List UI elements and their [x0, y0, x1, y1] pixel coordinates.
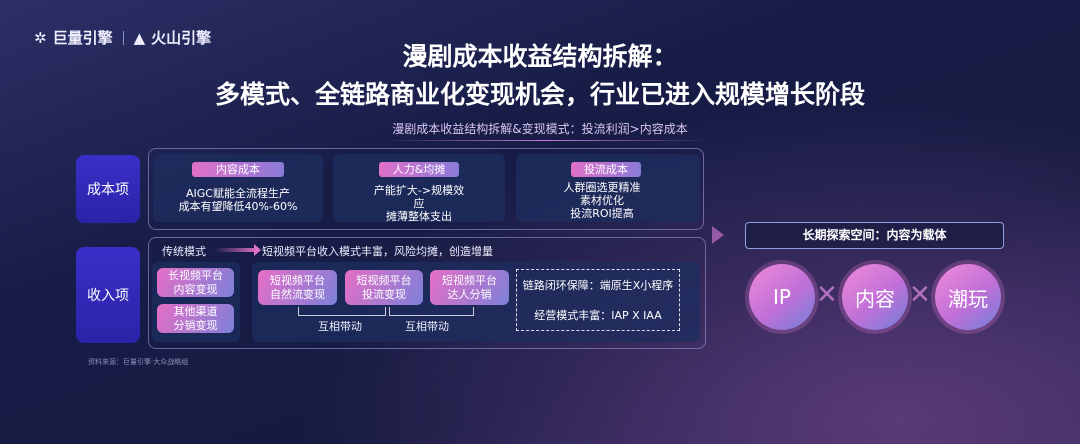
desc-line: 素材优化: [580, 194, 624, 207]
tag: 人力&均摊: [379, 162, 459, 177]
business-model-text: 经营模式丰富：IAP X IAA: [534, 309, 662, 322]
mountain-icon: ▲: [133, 28, 146, 47]
cost-desc: 人群圈选更精准 素材优化 投流ROI提高: [516, 181, 688, 220]
link-label: 互相带动: [318, 320, 362, 333]
tag: 投流成本: [571, 162, 641, 177]
tag-line: 自然流变现: [270, 287, 325, 301]
tag-line: 内容变现: [173, 282, 218, 296]
traditional-label: 传统模式: [162, 245, 206, 258]
brand-volcengine: 火山引擎: [151, 29, 212, 47]
logo-icon: ✲: [34, 28, 47, 47]
cost-panel-labor: 人力&均摊 产能扩大->规模效 应 摊薄整体支出: [333, 154, 505, 223]
tag-line: 其他渠道: [173, 304, 218, 318]
desc-line: AIGC赋能全流程生产: [186, 187, 290, 200]
closed-loop-box: 链路闭环保障：端原生X小程序 经营模式丰富：IAP X IAA: [516, 269, 680, 331]
desc-line: 人群圈选更精准: [563, 181, 641, 194]
divider: [122, 30, 124, 45]
closed-loop-text: 链路闭环保障：端原生X小程序: [522, 279, 674, 292]
link-label: 互相带动: [405, 320, 449, 333]
tag-line: 短视频平台: [270, 273, 325, 287]
tag-line: 短视频平台: [356, 273, 412, 287]
circle-toys: 潮玩: [935, 264, 1001, 330]
tag-paid: 短视频平台投流变现: [345, 270, 423, 305]
revenue-headline: 短视频平台收入模式丰富，风险均摊，创造增量: [262, 245, 493, 258]
tag-line: 长视频平台: [168, 268, 223, 282]
footnote: 资料来源：巨量引擎·大众战略组: [88, 358, 189, 366]
cost-panel-content: 内容成本 AIGC赋能全流程生产 成本有望降低40%-60%: [153, 154, 323, 222]
desc-line: 应: [413, 197, 425, 210]
short-video-panel: 短视频平台自然流变现 短视频平台投流变现 短视频平台达人分销 互相带动 互相带动…: [252, 262, 700, 342]
tag-line: 达人分销: [447, 287, 492, 301]
tag-organic: 短视频平台自然流变现: [258, 270, 337, 305]
title-line1: 漫剧成本收益结构拆解：: [402, 42, 678, 71]
longterm-title: 长期探索空间：内容为载体: [745, 222, 1004, 249]
tag-long-video: 长视频平台内容变现: [157, 268, 234, 297]
title-line2: 多模式、全链路商业化变现机会，行业已进入规模增长阶段: [214, 80, 865, 109]
circle-content: 内容: [842, 264, 908, 330]
cost-container: [148, 148, 704, 230]
chevron-right-icon: [712, 226, 724, 244]
tag-influencer: 短视频平台达人分销: [430, 270, 509, 305]
multiply-icon: ✕: [909, 280, 931, 310]
subtitle-underline: [380, 140, 710, 141]
desc-line: 投流ROI提高: [570, 207, 634, 220]
link-bracket: [389, 307, 474, 316]
circle-ip: IP: [749, 264, 815, 330]
tag-other-channels: 其他渠道分销变现: [157, 304, 234, 333]
revenue-label: 收入项: [76, 247, 140, 343]
brand-oceanengine: 巨量引擎: [52, 29, 113, 47]
traditional-panel: 长视频平台内容变现 其他渠道分销变现: [152, 262, 240, 342]
tag-line: 投流变现: [362, 287, 406, 301]
desc-line: 成本有望降低40%-60%: [178, 200, 298, 213]
cost-label: 成本项: [76, 155, 140, 223]
tag: 内容成本: [192, 162, 284, 177]
subtitle: 漫剧成本收益结构拆解&变现模式：投流利润>内容成本: [392, 122, 688, 136]
logo: ✲ 巨量引擎 ▲ 火山引擎: [34, 27, 211, 48]
cost-panel-ads: 投流成本 人群圈选更精准 素材优化 投流ROI提高: [516, 154, 700, 222]
desc-line: 产能扩大->规模效: [373, 184, 465, 197]
tag-line: 分销变现: [173, 318, 218, 332]
tag-line: 短视频平台: [442, 273, 497, 287]
desc-line: 摊薄整体支出: [386, 210, 452, 223]
arrow-head-icon: [254, 244, 261, 256]
revenue-container: [148, 237, 706, 349]
multiply-icon: ✕: [816, 280, 838, 310]
link-bracket: [298, 307, 386, 316]
cost-desc: 产能扩大->规模效 应 摊薄整体支出: [333, 184, 505, 223]
arrow-icon: [214, 248, 258, 252]
cost-desc: AIGC赋能全流程生产 成本有望降低40%-60%: [153, 187, 323, 213]
